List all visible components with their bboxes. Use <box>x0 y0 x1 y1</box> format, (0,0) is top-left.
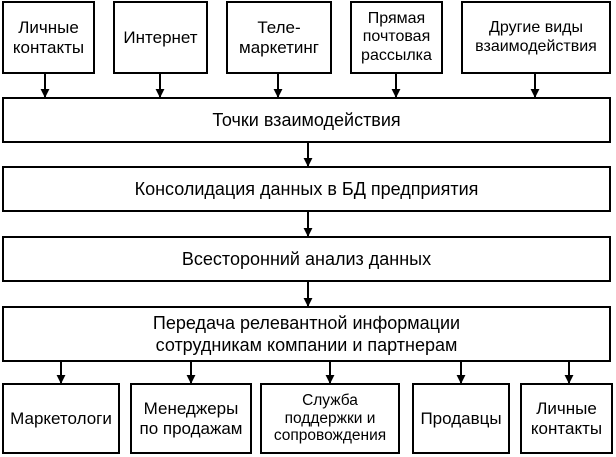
step-data-consolidation: Консолидация данных в БД предприятия <box>2 166 611 212</box>
target-support-service: Служба поддержки и сопровождения <box>260 383 400 454</box>
target-sales-managers: Менеджеры по продажам <box>130 383 252 454</box>
step-data-analysis: Всесторонний анализ данных <box>2 236 611 282</box>
target-sellers: Продавцы <box>412 383 510 454</box>
source-personal-contacts: Личные контакты <box>2 1 95 74</box>
target-personal-contacts: Личные контакты <box>520 383 613 454</box>
target-marketers: Маркетологи <box>2 383 120 454</box>
source-internet: Интернет <box>113 1 208 74</box>
step-information-delivery: Передача релевантной информации сотрудни… <box>2 306 611 362</box>
source-other-interactions: Другие виды взаимодействия <box>461 1 611 74</box>
source-telemarketing: Теле- маркетинг <box>226 1 332 74</box>
source-direct-mail: Прямая почтовая рассылка <box>350 1 443 74</box>
step-touchpoints: Точки взаимодействия <box>2 97 611 143</box>
